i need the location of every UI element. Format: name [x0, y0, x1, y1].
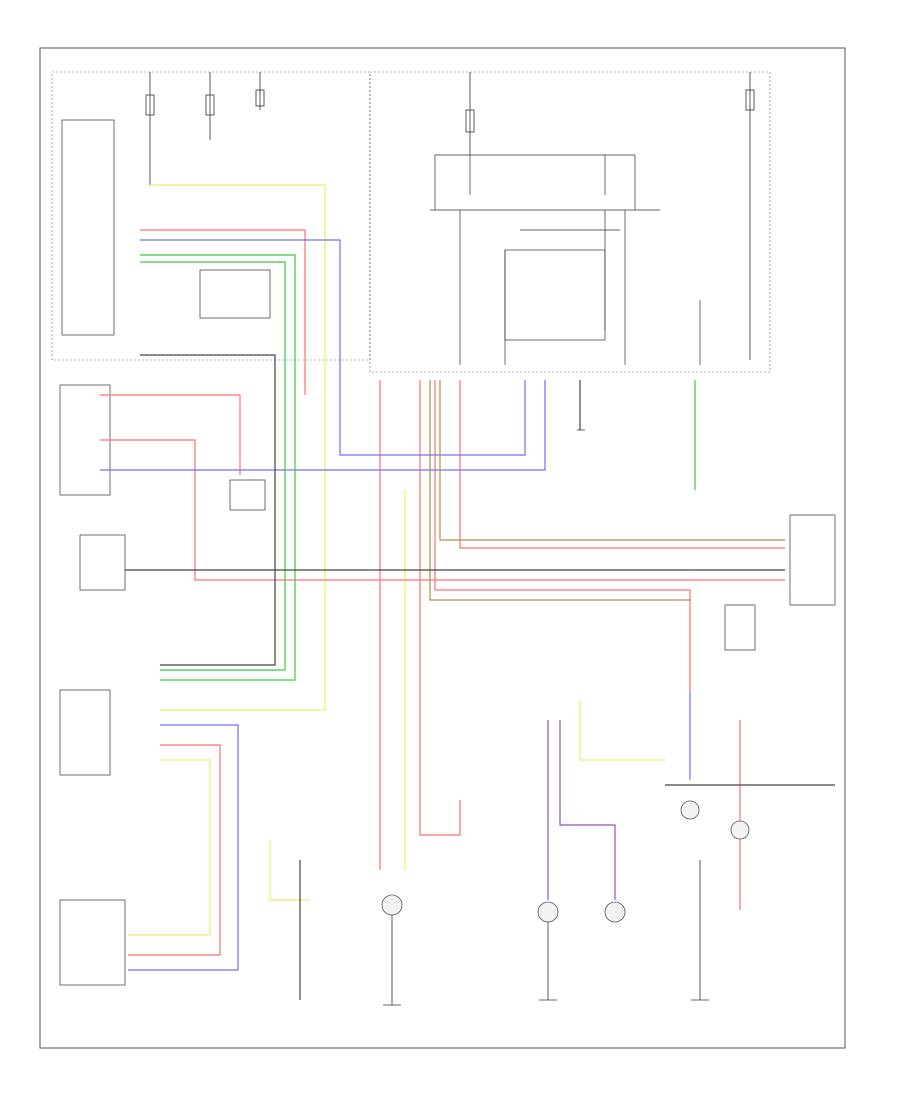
- wire-blue-2: [100, 380, 546, 471]
- wire-red: [140, 229, 306, 395]
- wire-red-6: [459, 380, 785, 549]
- wire-brown-2: [439, 380, 785, 541]
- wire-red-2: [100, 394, 241, 475]
- diagram-frame: [39, 47, 846, 1049]
- wire-runs: [100, 184, 835, 1000]
- wire-green-2: [140, 261, 286, 671]
- wire-red-5: [128, 744, 221, 956]
- headlight-right-icon: [537, 901, 559, 923]
- wire-yellow: [150, 184, 326, 711]
- wire-brown: [429, 380, 690, 601]
- wire-gray: [140, 354, 276, 666]
- headlight-right-2-icon: [604, 901, 626, 923]
- connector-blocks: [59, 119, 836, 986]
- under-hood-relay-box: [369, 71, 771, 373]
- relay-internals: [430, 154, 701, 365]
- wire-blue: [140, 239, 526, 456]
- wire-yellow-3: [128, 759, 211, 936]
- wire-blue-3: [128, 724, 239, 971]
- fuse-group: [145, 72, 755, 360]
- wire-red-3: [100, 439, 785, 581]
- wire-red-8: [434, 380, 691, 690]
- lamp-symbols: [381, 800, 750, 923]
- wire-purple-2: [559, 720, 616, 900]
- wire-red-7: [419, 380, 461, 836]
- wire-yellow-5: [579, 700, 665, 761]
- headlight-left-icon: [381, 894, 403, 916]
- wire-yellow-4: [269, 840, 310, 901]
- ground-symbols: [383, 429, 709, 1006]
- indicator-2-icon: [730, 820, 750, 840]
- wire-green: [140, 254, 296, 681]
- indicator-icon: [680, 800, 700, 820]
